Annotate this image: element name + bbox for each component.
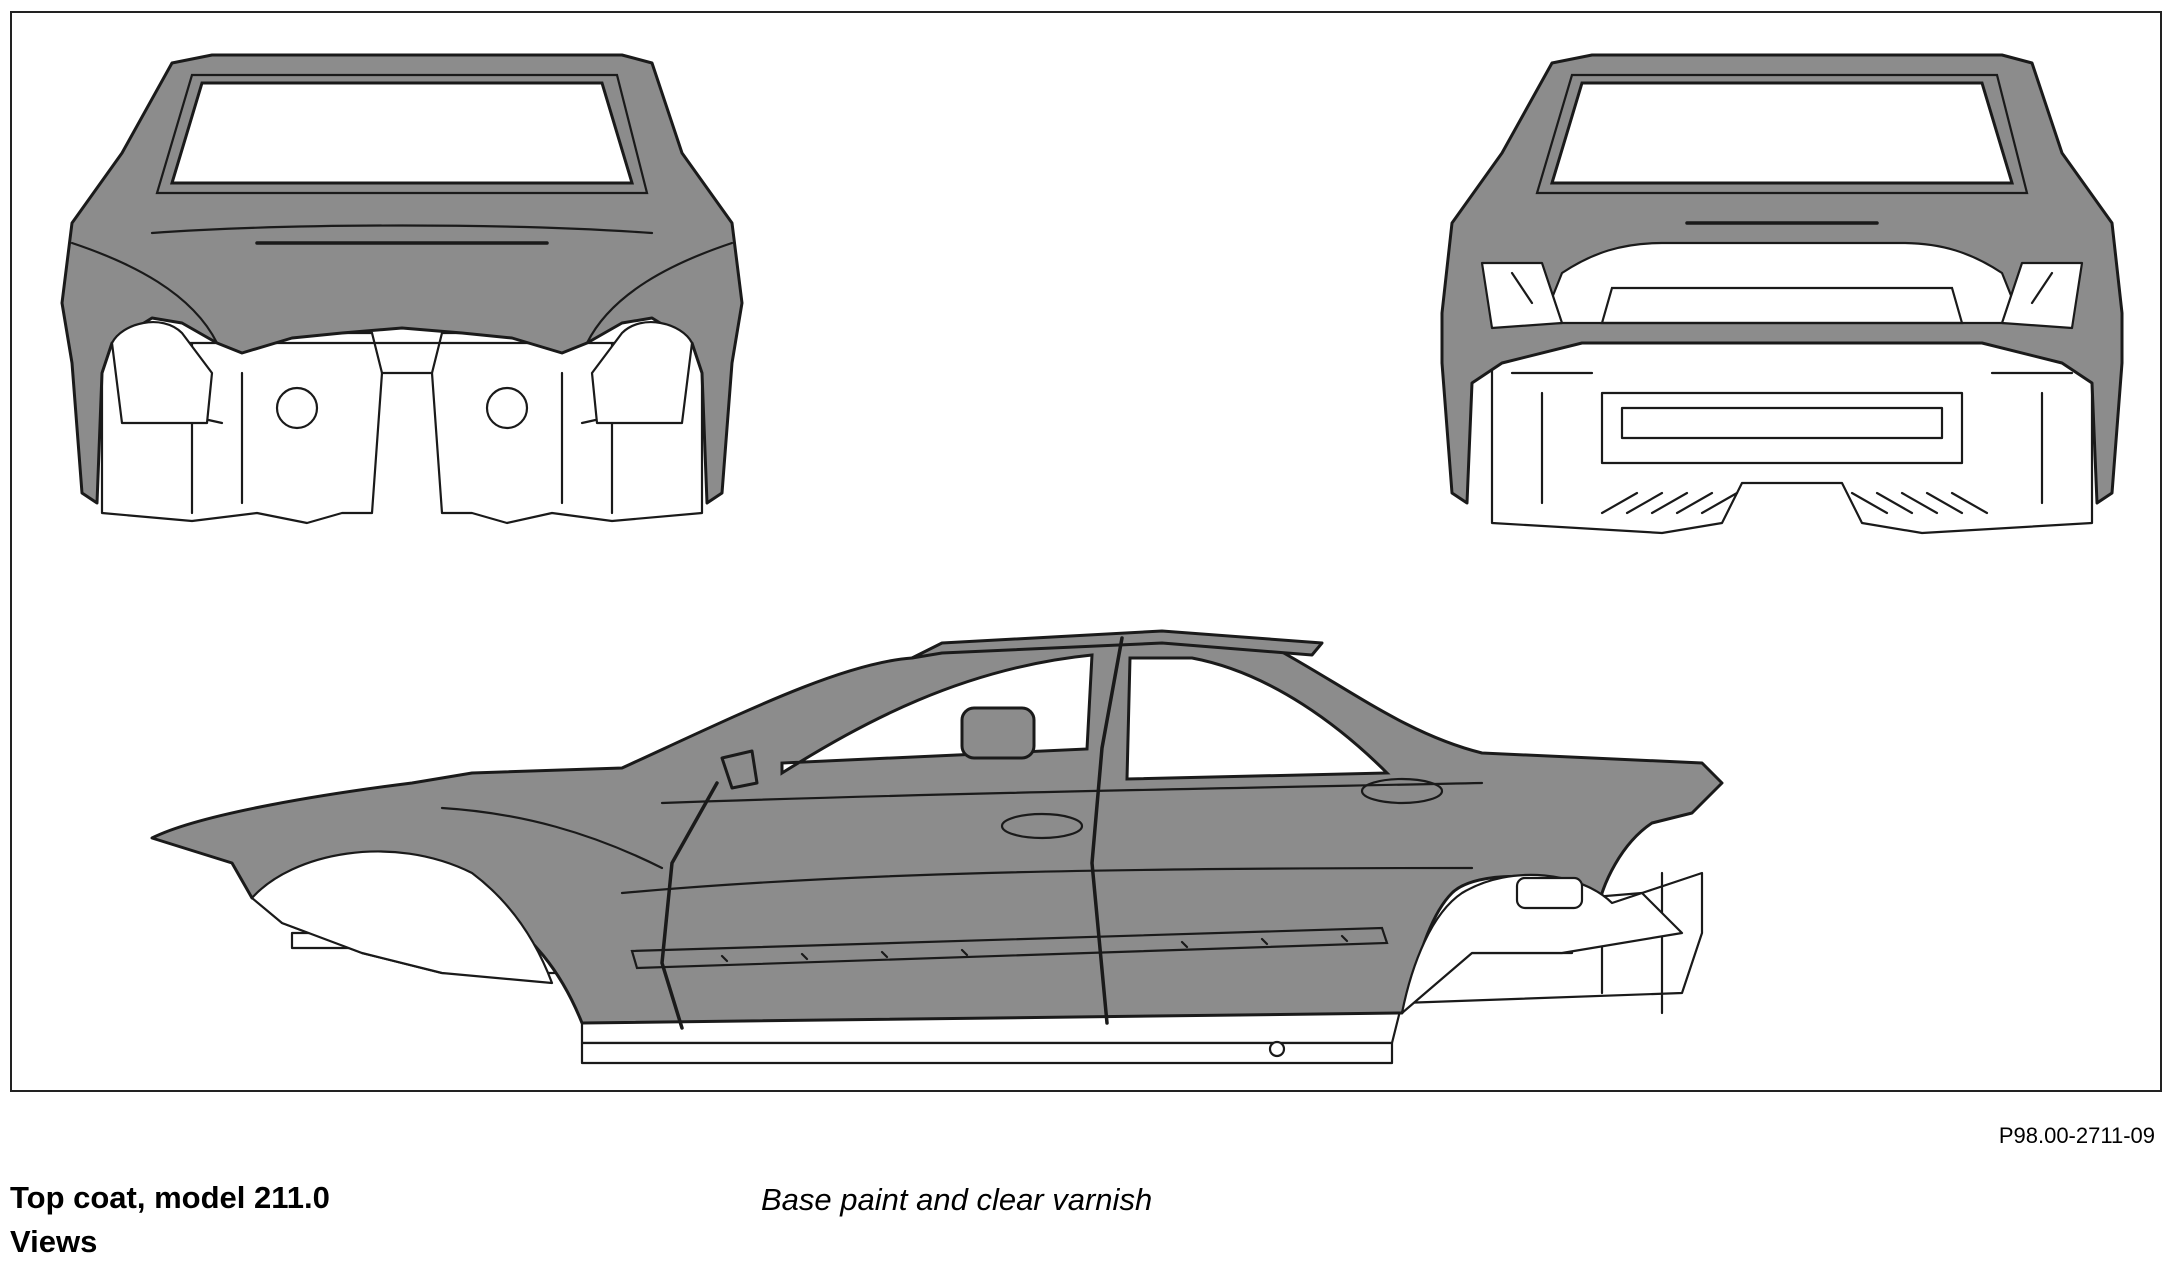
side-view-drawing [150, 629, 1724, 1065]
rear-window [1549, 81, 2015, 185]
front-view-drawing [60, 53, 744, 525]
caption-title-views: Views [10, 1224, 98, 1259]
front-windshield [169, 81, 635, 185]
rear-door-window [1125, 656, 1391, 781]
caption-title-block: Top coat, model 211.0 Views [10, 1176, 330, 1264]
figure-reference-code: P98.00-2711-09 [1998, 1123, 2155, 1148]
caption-description: Base paint and clear varnish [761, 1182, 1153, 1217]
side-mirror [720, 749, 759, 790]
rear-view-drawing [1440, 53, 2124, 535]
caption-title: Top coat, model 211.0 [10, 1180, 330, 1215]
illustration-frame [10, 11, 2162, 1092]
rear-trunk-recess [1540, 241, 2024, 325]
